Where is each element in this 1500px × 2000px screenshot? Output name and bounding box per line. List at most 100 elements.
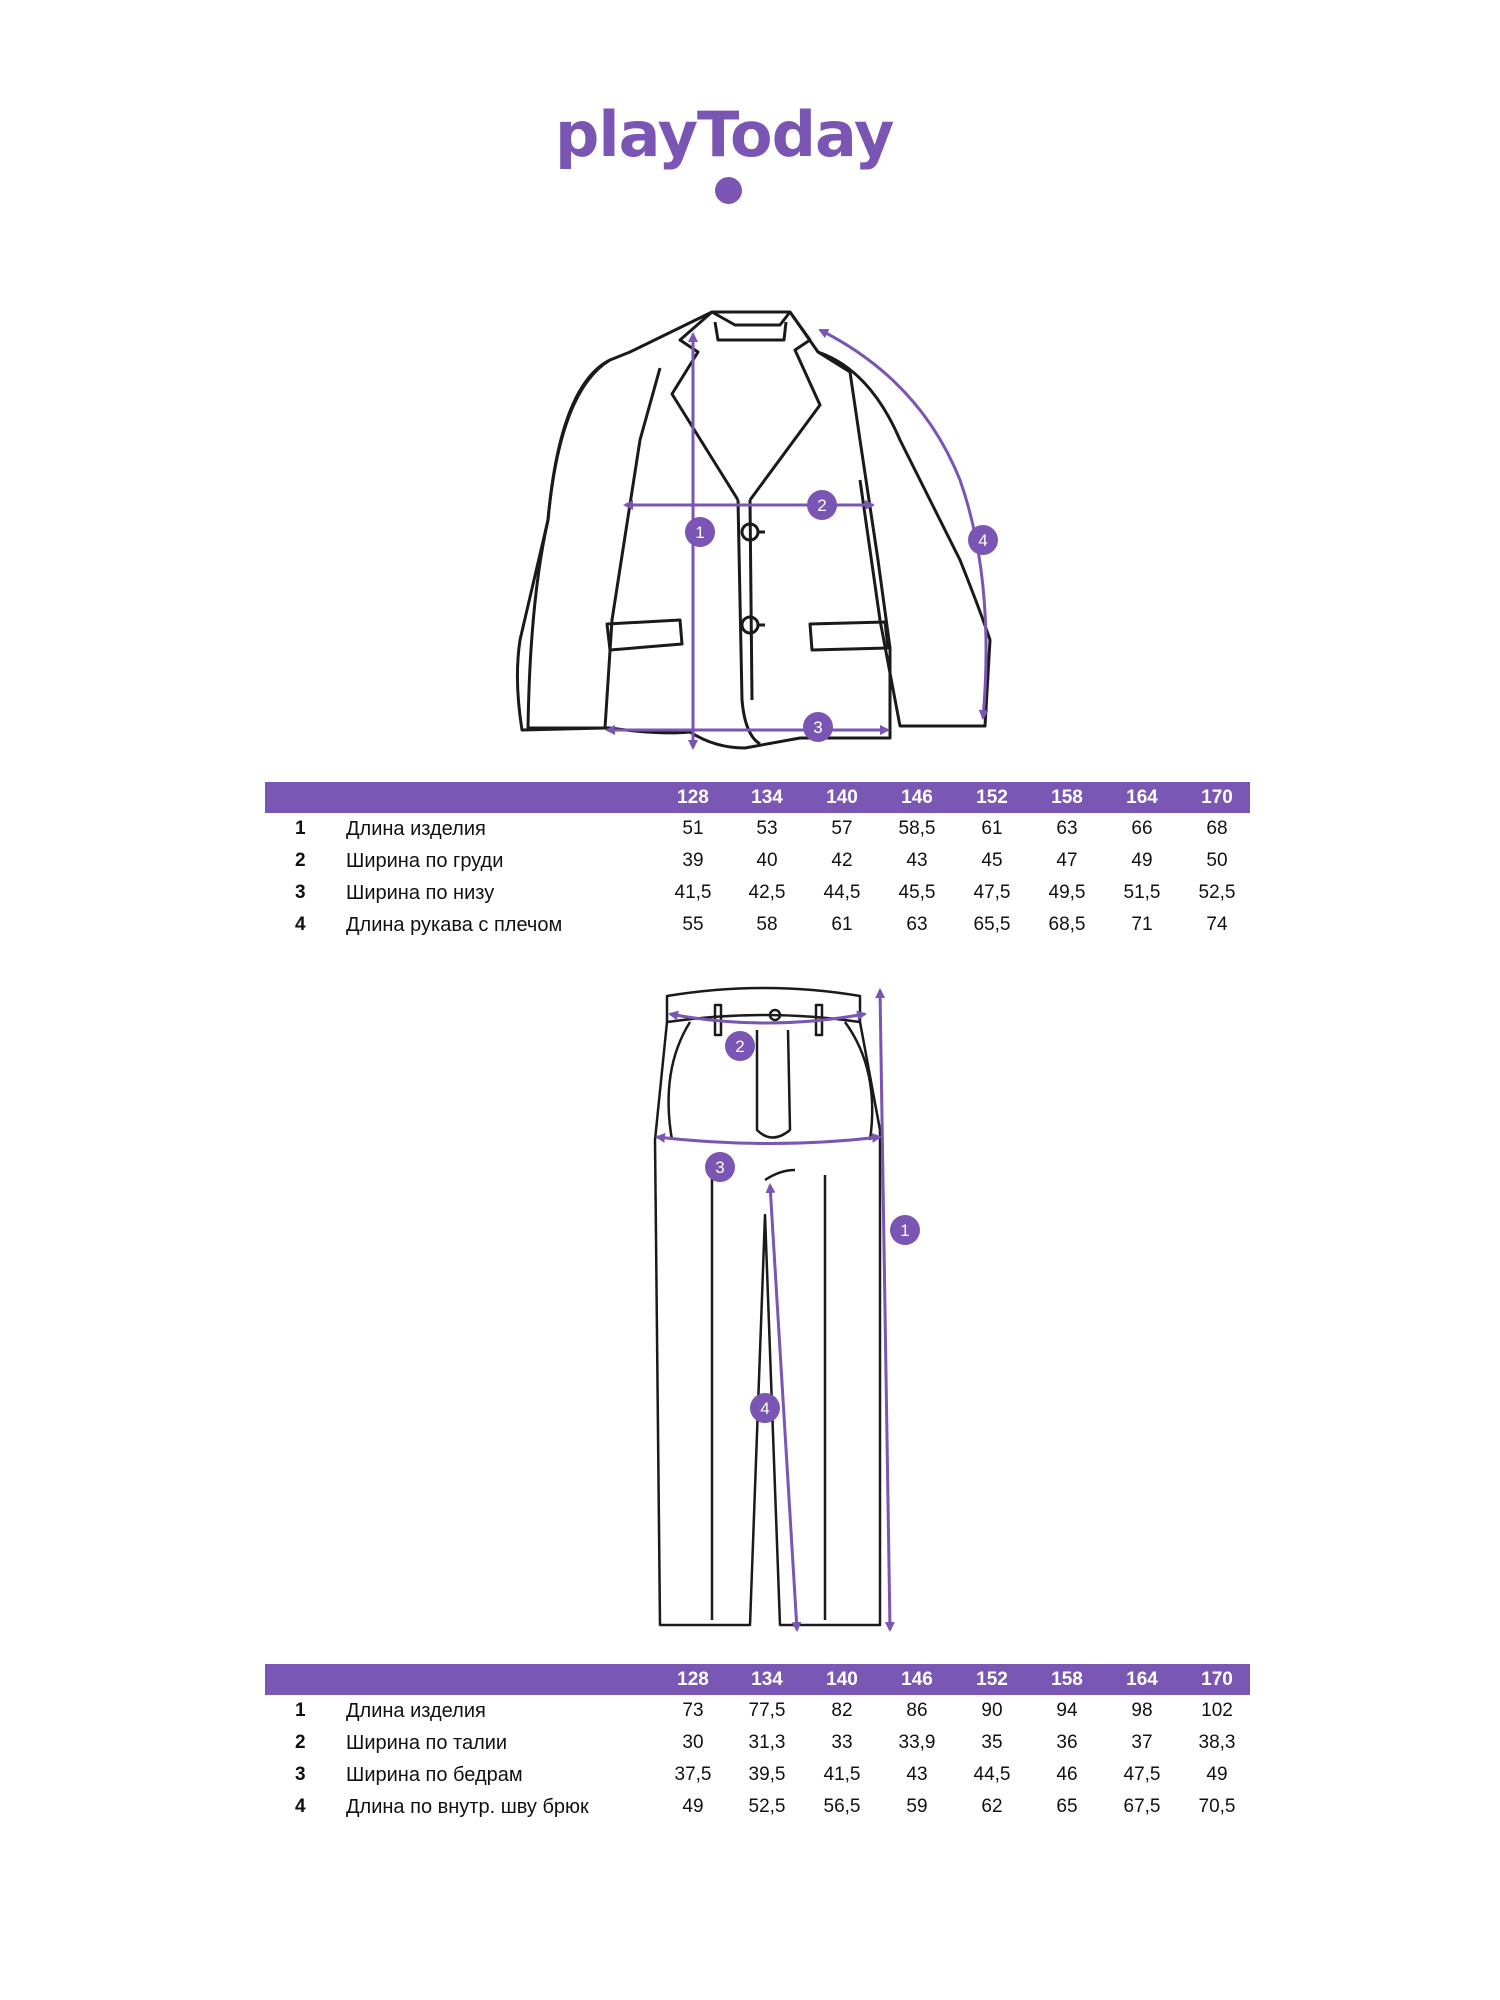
table-cell: 44,5 xyxy=(823,882,861,903)
table-cell: 37 xyxy=(1131,1732,1153,1753)
table-cell: 98 xyxy=(1131,1700,1153,1721)
row-number: 1 xyxy=(295,818,306,839)
jacket-measurement-lines xyxy=(605,328,989,750)
size-header: 134 xyxy=(751,787,783,808)
table-cell: 67,5 xyxy=(1123,1796,1161,1817)
table-cell: 82 xyxy=(831,1700,853,1721)
table-cell: 63 xyxy=(906,914,928,935)
table-cell: 46 xyxy=(1056,1764,1078,1785)
table-cell: 47,5 xyxy=(973,882,1011,903)
size-header: 164 xyxy=(1126,1669,1158,1690)
table-cell: 65 xyxy=(1056,1796,1078,1817)
trousers-size-table: 128 134 140 146 152 158 164 170 1 Длина … xyxy=(265,1664,1250,1823)
row-label: Длина рукава с плечом xyxy=(346,914,563,936)
brand-logo-text: playToday xyxy=(555,98,894,171)
row-label: Ширина по бедрам xyxy=(346,1764,523,1786)
table-row: 4 Длина рукава с плечом 55 58 61 63 65,5… xyxy=(265,909,1250,941)
table-row: 1 Длина изделия 51 53 57 58,5 61 63 66 6… xyxy=(265,813,1250,845)
table-cell: 43 xyxy=(906,850,928,871)
jacket-marker-3-label: 3 xyxy=(813,718,822,737)
size-header: 152 xyxy=(976,1669,1008,1690)
table-cell: 68,5 xyxy=(1048,914,1086,935)
size-header: 152 xyxy=(976,787,1008,808)
table-cell: 39,5 xyxy=(748,1764,786,1785)
jacket-marker-4-label: 4 xyxy=(978,531,987,550)
table-cell: 86 xyxy=(906,1700,928,1721)
row-label: Ширина по талии xyxy=(346,1732,508,1754)
row-label: Длина изделия xyxy=(346,818,486,840)
table-cell: 51,5 xyxy=(1123,882,1161,903)
table-cell: 43 xyxy=(906,1764,928,1785)
row-label: Длина по внутр. шву брюк xyxy=(346,1796,589,1818)
table-header: 128 134 140 146 152 158 164 170 xyxy=(265,782,1250,813)
table-cell: 77,5 xyxy=(748,1700,786,1721)
table-row: 3 Ширина по низу 41,5 42,5 44,5 45,5 47,… xyxy=(265,877,1250,909)
table-cell: 41,5 xyxy=(823,1764,861,1785)
table-cell: 42 xyxy=(831,850,853,871)
table-cell: 49 xyxy=(1206,1764,1228,1785)
table-cell: 49,5 xyxy=(1048,882,1086,903)
table-cell: 36 xyxy=(1056,1732,1078,1753)
table-cell: 74 xyxy=(1206,914,1228,935)
table-cell: 41,5 xyxy=(674,882,712,903)
table-cell: 37,5 xyxy=(674,1764,712,1785)
size-header: 140 xyxy=(826,1669,858,1690)
table-cell: 53 xyxy=(756,818,778,839)
table-cell: 47 xyxy=(1056,850,1078,871)
table-cell: 102 xyxy=(1201,1700,1233,1721)
table-cell: 55 xyxy=(682,914,704,935)
size-header: 158 xyxy=(1051,1669,1083,1690)
table-cell: 51 xyxy=(682,818,704,839)
jacket-size-table: 128 134 140 146 152 158 164 170 1 Длина … xyxy=(265,782,1250,941)
trousers-marker-4-label: 4 xyxy=(760,1399,769,1418)
size-header: 170 xyxy=(1201,787,1233,808)
table-cell: 49 xyxy=(682,1796,704,1817)
table-cell: 47,5 xyxy=(1123,1764,1161,1785)
jacket-marker-1-label: 1 xyxy=(695,523,704,542)
size-header: 170 xyxy=(1201,1669,1233,1690)
table-cell: 70,5 xyxy=(1198,1796,1236,1817)
table-cell: 73 xyxy=(682,1700,704,1721)
table-cell: 59 xyxy=(906,1796,928,1817)
table-cell: 45,5 xyxy=(898,882,936,903)
size-header: 146 xyxy=(901,1669,933,1690)
table-cell: 65,5 xyxy=(973,914,1011,935)
row-number: 2 xyxy=(295,1732,306,1753)
table-row: 3 Ширина по бедрам 37,5 39,5 41,5 43 44,… xyxy=(265,1759,1250,1791)
trousers-marker-1-label: 1 xyxy=(900,1221,909,1240)
table-cell: 68 xyxy=(1206,818,1228,839)
table-cell: 66 xyxy=(1131,818,1153,839)
table-cell: 40 xyxy=(756,850,778,871)
size-header: 140 xyxy=(826,787,858,808)
table-cell: 33,9 xyxy=(898,1732,936,1753)
trousers-drawing xyxy=(653,986,882,1627)
table-cell: 62 xyxy=(981,1796,1003,1817)
table-cell: 33 xyxy=(831,1732,853,1753)
row-number: 4 xyxy=(295,914,306,935)
row-number: 1 xyxy=(295,1700,306,1721)
trousers-marker-3: 3 xyxy=(705,1152,735,1182)
table-cell: 58 xyxy=(756,914,778,935)
table-cell: 52,5 xyxy=(1198,882,1236,903)
trousers-marker-2-label: 2 xyxy=(735,1037,744,1056)
row-number: 4 xyxy=(295,1796,306,1817)
table-cell: 57 xyxy=(831,818,853,839)
table-cell: 52,5 xyxy=(748,1796,786,1817)
table-row: 4 Длина по внутр. шву брюк 49 52,5 56,5 … xyxy=(265,1791,1250,1823)
trousers-marker-2: 2 xyxy=(725,1031,755,1061)
row-label: Ширина по низу xyxy=(346,882,495,904)
table-row: 2 Ширина по талии 30 31,3 33 33,9 35 36 … xyxy=(265,1727,1250,1759)
table-cell: 56,5 xyxy=(823,1796,861,1817)
size-header: 134 xyxy=(751,1669,783,1690)
table-cell: 50 xyxy=(1206,850,1228,871)
table-cell: 38,3 xyxy=(1198,1732,1236,1753)
row-number: 3 xyxy=(295,882,306,903)
table-cell: 42,5 xyxy=(748,882,786,903)
size-header: 128 xyxy=(677,787,709,808)
trousers-marker-1: 1 xyxy=(890,1215,920,1245)
jacket-marker-3: 3 xyxy=(803,712,833,742)
trousers-marker-3-label: 3 xyxy=(715,1158,724,1177)
table-cell: 61 xyxy=(981,818,1003,839)
jacket-drawing xyxy=(515,310,992,750)
